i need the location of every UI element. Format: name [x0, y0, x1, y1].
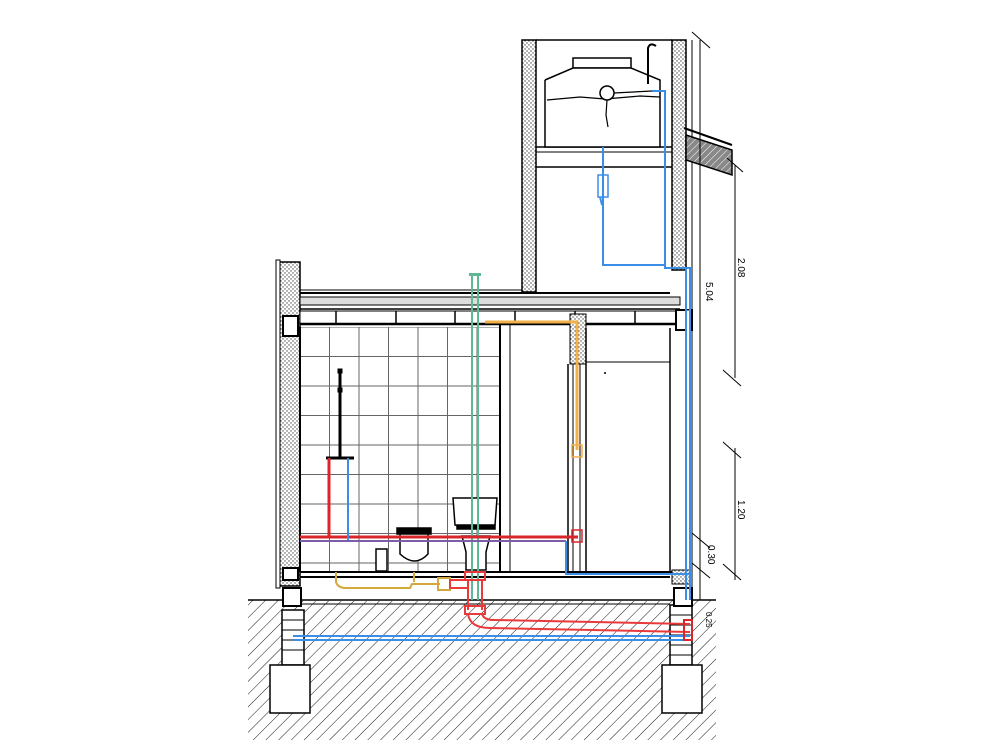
earth-hatch [248, 600, 716, 740]
shower-head [326, 368, 354, 460]
dimension-fixture-height: 1.20 [735, 500, 746, 520]
roof-slab [299, 289, 693, 331]
hot-water-pipe [300, 458, 583, 543]
dimension-lines [691, 31, 744, 600]
sewer-pipe [449, 571, 693, 641]
rainwater-pipe [485, 320, 583, 458]
water-tank-tower [521, 39, 733, 293]
cold-water-pipe [293, 90, 691, 641]
dimension-foundation-step: 0.25 [704, 612, 713, 628]
water-tank [544, 43, 661, 148]
interior-partition [567, 313, 671, 572]
dimension-sill-height: 0.30 [705, 545, 716, 565]
foundation-left [269, 587, 311, 714]
dimension-upper-height: 2.08 [735, 258, 746, 278]
left-wall [275, 259, 301, 589]
vent-pipe [469, 273, 481, 600]
dimension-total-height: 5.04 [703, 282, 714, 302]
right-wall [671, 39, 693, 600]
